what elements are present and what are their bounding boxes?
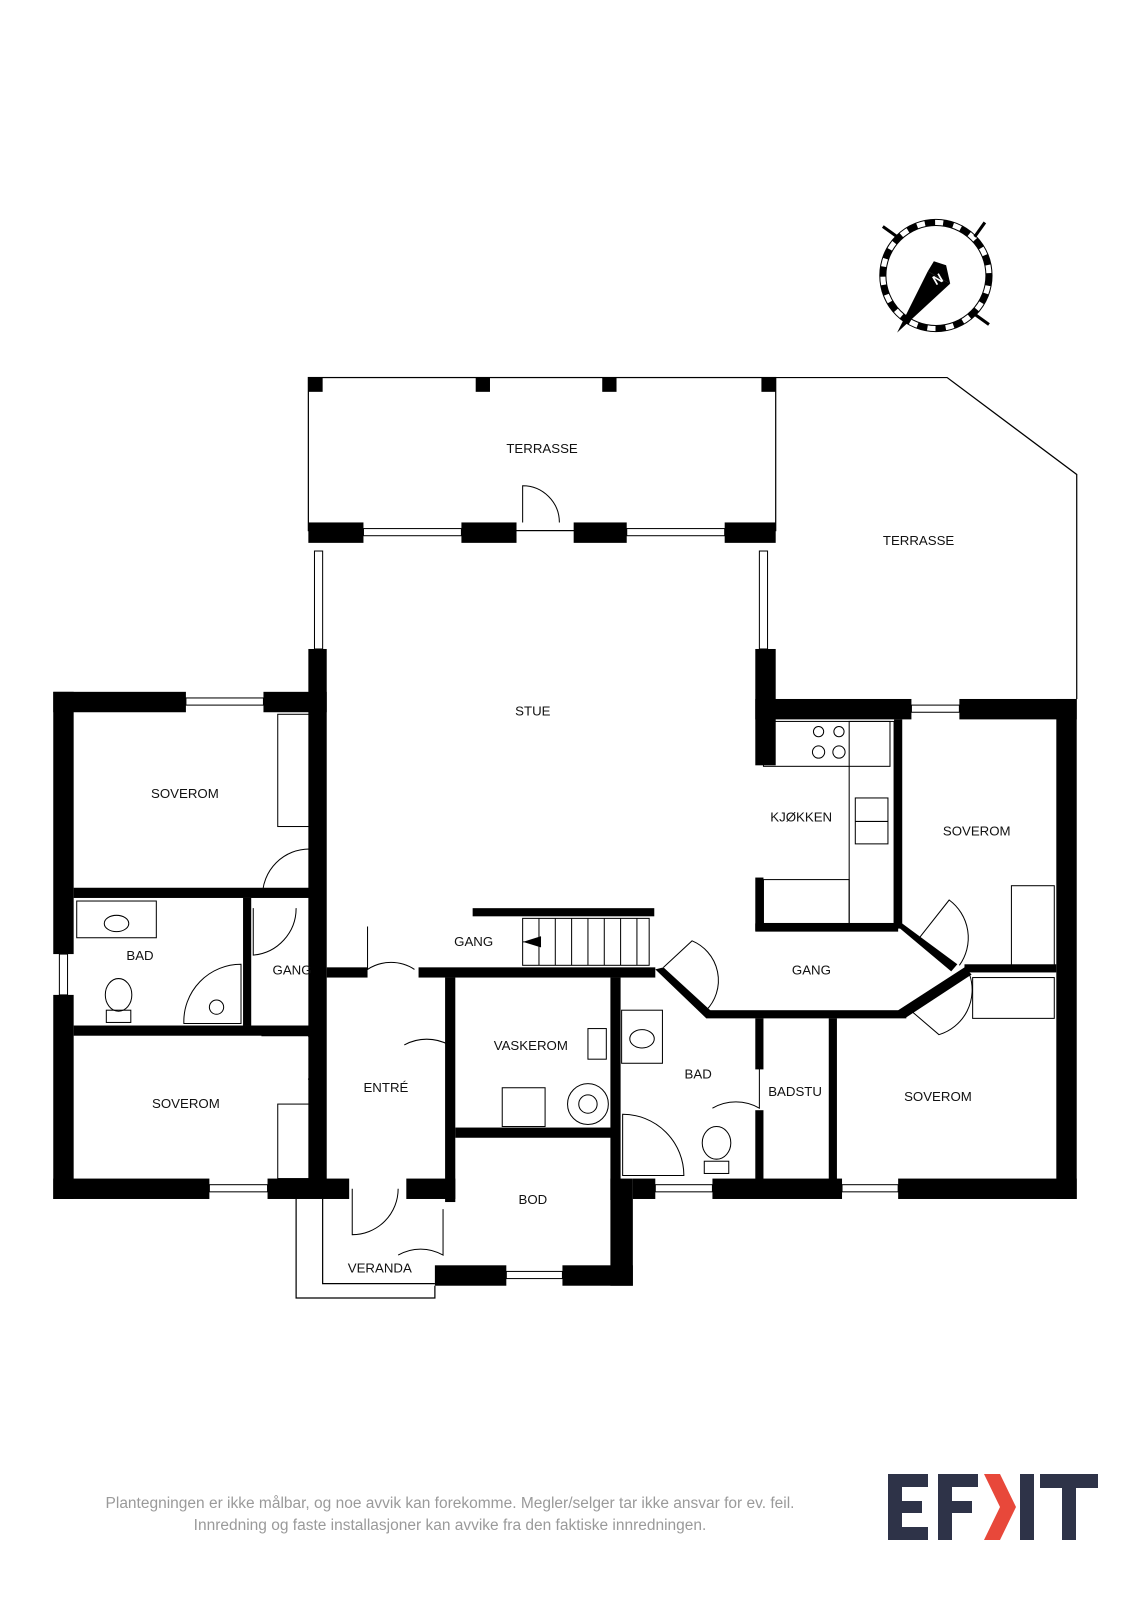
- terrace-top: [307, 376, 777, 532]
- room-label-soverom-right-top: SOVEROM: [943, 824, 1011, 839]
- disclaimer-line-1: Plantegningen er ikke målbar, og noe avv…: [105, 1495, 795, 1512]
- fixtures: [76, 713, 1055, 1180]
- veranda-inner-outline: [322, 1198, 435, 1285]
- disclaimer: Plantegningen er ikke målbar, og noe avv…: [30, 1493, 870, 1537]
- doors: [252, 485, 973, 1256]
- room-label-terrasse-top: TERRASSE: [506, 441, 578, 456]
- room-label-gang-left: GANG: [273, 962, 312, 977]
- room-label-bad-right: BAD: [685, 1067, 712, 1082]
- north-arrow-compass-icon: N: [879, 218, 993, 333]
- room-label-soverom-left-top: SOVEROM: [151, 786, 219, 801]
- veranda-outline: [295, 1198, 436, 1299]
- disclaimer-line-2: Innredning og faste installasjoner kan a…: [193, 1517, 707, 1534]
- room-label-gang-center: GANG: [454, 934, 493, 949]
- room-label-soverom-left-bottom: SOVEROM: [152, 1096, 220, 1111]
- room-label-entre: ENTRÉ: [363, 1080, 408, 1095]
- room-label-kjokken: KJØKKEN: [770, 809, 832, 824]
- effekt-logo: [888, 1474, 1098, 1540]
- room-label-bod: BOD: [518, 1192, 547, 1207]
- room-label-vaskerom: VASKEROM: [494, 1038, 568, 1053]
- room-label-terrasse-right: TERRASSE: [883, 533, 955, 548]
- room-label-gang-right: GANG: [792, 962, 831, 977]
- stairs: [522, 917, 650, 966]
- room-labels: TERRASSE TERRASSE STUE SOVEROM KJØKKEN S…: [126, 441, 1010, 1275]
- room-label-bad-left: BAD: [126, 948, 153, 963]
- walls: [53, 522, 1077, 1286]
- room-label-soverom-right-bottom: SOVEROM: [904, 1089, 972, 1104]
- room-label-veranda: VERANDA: [348, 1260, 412, 1275]
- terrace-right: [775, 376, 1078, 699]
- room-label-stue: STUE: [515, 703, 550, 718]
- room-label-badstu: BADSTU: [768, 1084, 822, 1099]
